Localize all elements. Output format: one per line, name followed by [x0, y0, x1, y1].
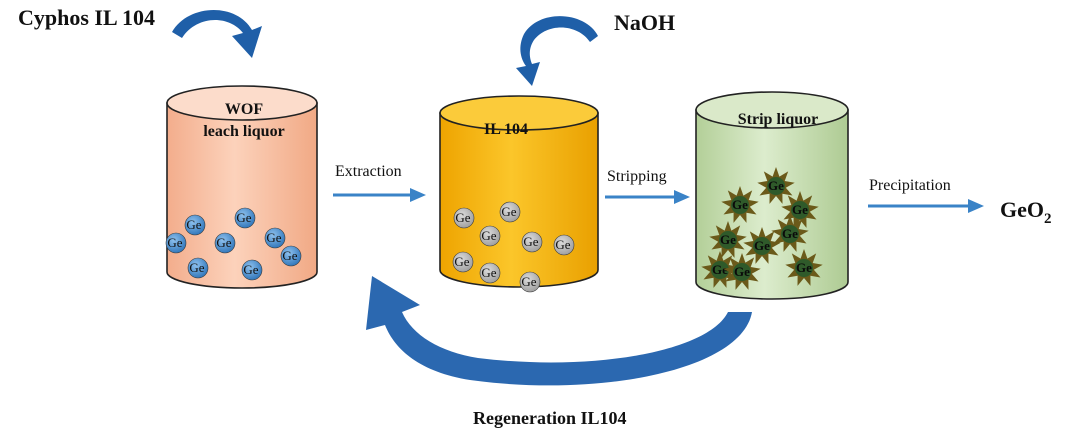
ge-particle-gray: Ge: [479, 262, 501, 284]
svg-text:Ge: Ge: [481, 265, 496, 280]
ge-particle-star: Ge: [721, 186, 759, 223]
naoh-curved-arrow: [516, 16, 598, 86]
ge-particle-star: Ge: [771, 215, 809, 252]
svg-text:Ge: Ge: [768, 178, 784, 193]
ge-particle-star: Ge: [743, 227, 781, 264]
svg-text:Ge: Ge: [712, 262, 728, 277]
svg-text:Ge: Ge: [186, 217, 201, 232]
ge-particle-star: Ge: [723, 253, 761, 290]
svg-text:Ge: Ge: [754, 238, 770, 253]
svg-text:Ge: Ge: [523, 234, 538, 249]
svg-text:Ge: Ge: [732, 197, 748, 212]
svg-text:Ge: Ge: [734, 264, 750, 279]
svg-text:Ge: Ge: [236, 210, 251, 225]
svg-text:Ge: Ge: [792, 202, 808, 217]
ge-particle-blue: Ge: [187, 257, 209, 279]
svg-text:Ge: Ge: [216, 235, 231, 250]
ge-particle-star: Ge: [757, 167, 795, 204]
tank-wof-label-2: leach liquor: [203, 123, 284, 140]
svg-text:Ge: Ge: [189, 260, 204, 275]
precipitation-arrow: [868, 199, 984, 213]
svg-text:Ge: Ge: [521, 274, 536, 289]
ge-particle-blue: Ge: [165, 232, 187, 254]
tank-strip-label: Strip liquor: [738, 111, 818, 128]
tank-il104-label: IL 104: [484, 121, 528, 138]
svg-text:Ge: Ge: [481, 228, 496, 243]
stripping-label: Stripping: [607, 168, 667, 185]
ge-particle-gray: Ge: [499, 201, 521, 223]
ge-particle-gray: Ge: [553, 234, 575, 256]
ge-particle-blue: Ge: [280, 245, 302, 267]
svg-text:Ge: Ge: [720, 232, 736, 247]
svg-text:Ge: Ge: [455, 210, 470, 225]
ge-particle-gray: Ge: [452, 251, 474, 273]
ge-particle-gray: Ge: [453, 207, 475, 229]
cyphos-curved-arrow: [172, 9, 262, 59]
svg-text:Ge: Ge: [454, 254, 469, 269]
ge-particle-gray: Ge: [521, 231, 543, 253]
ge-particle-gray: Ge: [479, 225, 501, 247]
svg-text:Ge: Ge: [167, 235, 182, 250]
regeneration-curved-arrow: [366, 276, 752, 386]
ge-particle-blue: Ge: [184, 214, 206, 236]
stripping-arrow: [605, 190, 690, 204]
geo2-subscript: 2: [1044, 211, 1052, 227]
ge-particle-blue: Ge: [214, 232, 236, 254]
svg-text:Ge: Ge: [266, 230, 281, 245]
svg-text:Ge: Ge: [243, 262, 258, 277]
geo2-base: GeO: [1000, 197, 1044, 222]
ge-particle-blue: Ge: [241, 259, 263, 281]
svg-text:Ge: Ge: [282, 248, 297, 263]
ge-particle-blue: Ge: [234, 207, 256, 229]
extraction-label: Extraction: [335, 163, 402, 180]
regeneration-label: Regeneration IL104: [473, 408, 626, 428]
ge-particle-star: Ge: [781, 191, 819, 228]
naoh-label: NaOH: [614, 10, 675, 35]
tank-wof-label-1: WOF: [225, 101, 263, 118]
svg-text:Ge: Ge: [555, 237, 570, 252]
geo2-label: GeO2: [1000, 197, 1052, 227]
svg-text:Ge: Ge: [782, 226, 798, 241]
ge-particle-gray: Ge: [519, 271, 541, 293]
ge-particle-blue: Ge: [264, 227, 286, 249]
precipitation-label: Precipitation: [869, 177, 951, 194]
extraction-arrow: [333, 188, 426, 202]
svg-text:Ge: Ge: [796, 260, 812, 275]
ge-particle-star: Ge: [709, 221, 747, 258]
ge-particle-star: Ge: [701, 251, 739, 288]
svg-text:Ge: Ge: [501, 204, 516, 219]
cyphos-label: Cyphos IL 104: [18, 5, 155, 30]
ge-particle-star: Ge: [785, 249, 823, 286]
